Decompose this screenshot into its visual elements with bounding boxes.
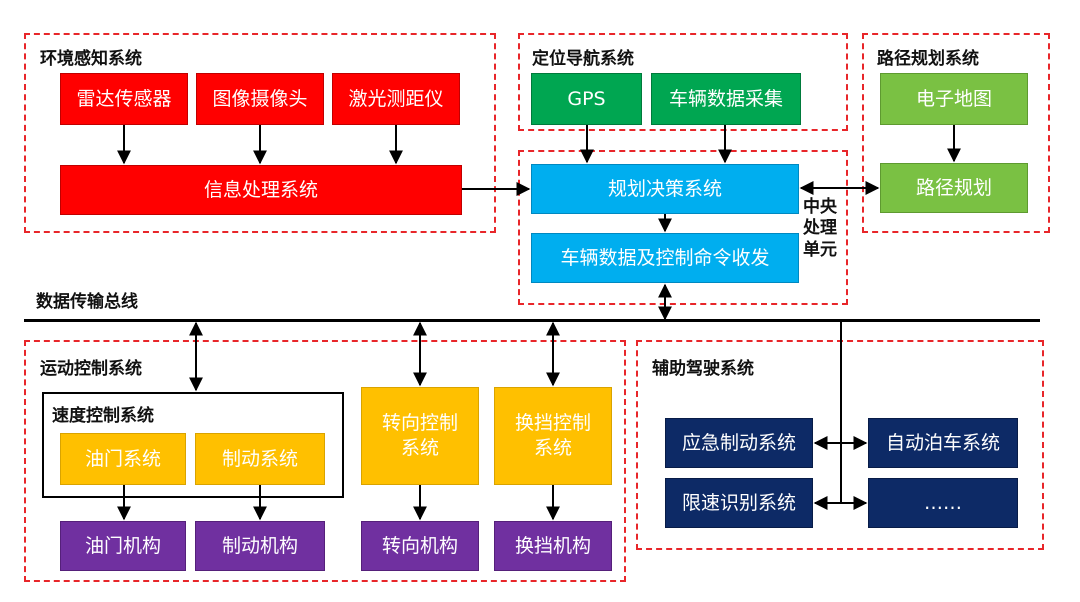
brake-system-box: 制动系统: [195, 433, 325, 485]
data-bus-line: [24, 319, 1040, 322]
throttle-mechanism-box: 油门机构: [60, 521, 186, 571]
path-group-label: 路径规划系统: [877, 49, 979, 69]
motion-group-label: 运动控制系统: [40, 359, 142, 379]
electronic-map-box: 电子地图: [880, 73, 1028, 125]
radar-sensor-box: 雷达传感器: [60, 73, 188, 125]
speed-control-label: 速度控制系统: [52, 406, 154, 426]
gps-box: GPS: [531, 73, 642, 125]
steering-control-box: 转向控制 系统: [361, 387, 479, 485]
gear-control-box: 换挡控制 系统: [494, 387, 612, 485]
assist-group-label: 辅助驾驶系统: [652, 359, 754, 379]
gear-mechanism-box: 换挡机构: [494, 521, 612, 571]
decision-box: 规划决策系统: [531, 164, 799, 214]
vehicle-data-collection-box: 车辆数据采集: [651, 73, 801, 125]
auto-parking-box: 自动泊车系统: [868, 418, 1018, 468]
env-group-label: 环境感知系统: [40, 49, 142, 69]
brake-mechanism-box: 制动机构: [195, 521, 325, 571]
speed-control-frame: [42, 392, 344, 498]
motion-group: [24, 340, 626, 582]
throttle-system-box: 油门系统: [60, 433, 186, 485]
nav-group-label: 定位导航系统: [532, 49, 634, 69]
bus-label: 数据传输总线: [36, 292, 138, 312]
transceiver-box: 车辆数据及控制命令收发: [531, 233, 799, 283]
steering-mechanism-box: 转向机构: [361, 521, 479, 571]
emergency-braking-box: 应急制动系统: [665, 418, 813, 468]
speed-limit-recognition-box: 限速识别系统: [665, 478, 813, 528]
camera-box: 图像摄像头: [196, 73, 324, 125]
more-systems-box: ……: [868, 478, 1018, 528]
nav-group: [518, 33, 848, 131]
info-processing-box: 信息处理系统: [60, 165, 462, 215]
path-planning-box: 路径规划: [880, 163, 1028, 213]
env-group: [24, 33, 496, 233]
central-unit-label: 中央 处理 单元: [803, 197, 837, 260]
laser-rangefinder-box: 激光测距仪: [332, 73, 460, 125]
path-group: [862, 33, 1050, 233]
central-unit-group: [518, 150, 848, 305]
